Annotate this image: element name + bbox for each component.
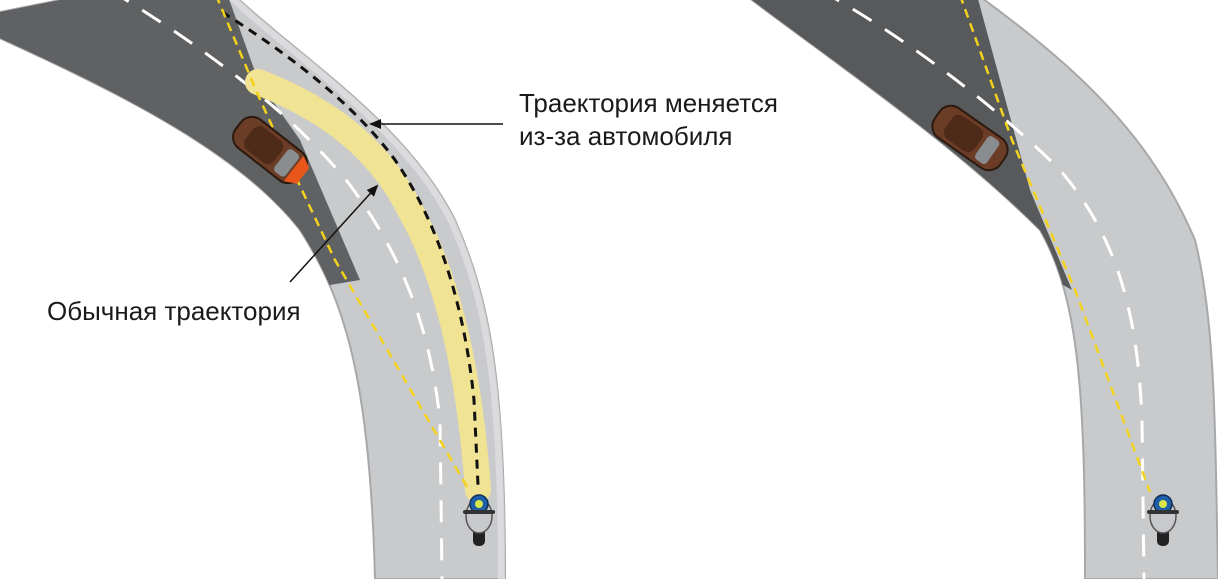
changed-trajectory-label-line2: из-за автомобиля [519, 121, 733, 151]
left-car [232, 115, 310, 185]
changed-trajectory-line [221, 10, 480, 486]
normal-trajectory-band [245, 69, 491, 503]
left-scene [0, 0, 507, 579]
left-lane-marking [109, 0, 444, 579]
left-sight-line-lower [281, 149, 472, 493]
changed-trajectory-label-line1: Траектория меняется [519, 88, 778, 118]
right-motorcycle [1147, 494, 1179, 546]
right-sight-line [960, 0, 1152, 493]
left-sight-line-upper [216, 0, 285, 151]
right-road [750, 0, 1218, 579]
right-car [931, 104, 1009, 172]
changed-trajectory-label: Траектория меняется из-за автомобиля [519, 87, 778, 153]
normal-trajectory-label: Обычная траектория [47, 296, 301, 326]
left-motorcycle [463, 494, 495, 546]
normal-trajectory-arrow [289, 184, 379, 283]
